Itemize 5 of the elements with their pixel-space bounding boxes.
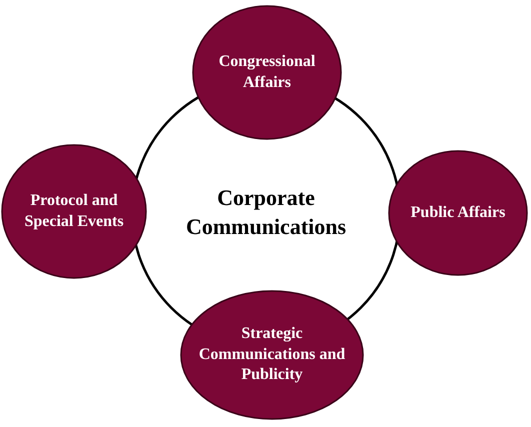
node-label: Congressional Affairs (218, 52, 316, 92)
center-title: Corporate Communications (184, 184, 348, 241)
node-label: Strategic Communications and Publicity (198, 324, 346, 386)
node-label: Public Affairs (410, 202, 506, 223)
node-label: Protocol and Special Events (23, 190, 125, 232)
